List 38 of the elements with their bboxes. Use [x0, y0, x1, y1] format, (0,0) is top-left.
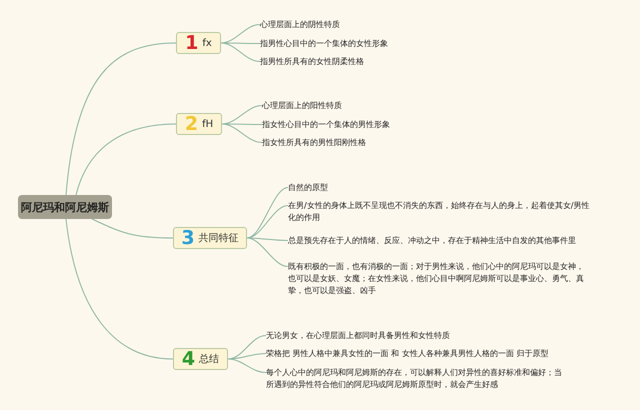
connector-line [246, 238, 288, 241]
central-topic-box: 阿尼玛和阿尼姆斯 [18, 195, 112, 219]
subtopic-text: 指男性所具有的女性阴柔性格 [260, 55, 460, 68]
connector-line [246, 205, 288, 238]
connector-line [66, 218, 174, 360]
subtopic-text: 指女性所具有的男性阳刚性格 [262, 136, 462, 149]
topic-box [173, 227, 247, 249]
subtopic-text: 荣格把 男性人格中兼具女性的一面 和 女性人各种兼具男性人格的一面 归于原型 [266, 347, 586, 360]
topic-label: 共同特征 [198, 232, 239, 245]
connector-line [76, 124, 176, 196]
connector-line [246, 238, 288, 267]
subtopic-text: 无论男女，在心理层面上都同时具备男性和女性特质 [266, 329, 586, 342]
connector-line [222, 124, 262, 143]
connector-line [228, 358, 266, 373]
topic-label: fH [202, 118, 214, 130]
topic-number: 4 [182, 350, 196, 368]
subtopic-text: 心理层面上的阴性特质 [260, 18, 460, 31]
topic-box [176, 32, 221, 54]
connector-line [228, 335, 266, 360]
subtopic-text: 总是预先存在于人的情绪、反应、冲动之中，存在于精神生活中自发的其他事件里 [288, 234, 588, 259]
connector-line [220, 42, 260, 62]
connector-line [246, 187, 288, 238]
subtopic-text: 既有积极的一面，也有消极的一面；对于男性来说，他们心中的阿尼玛可以是女神，也可以是女妖、女魔；在女性来说，他们心目中啊阿尼姆斯可以是事业心、勇气、真挚，也可以是强盗、凶手 [288, 260, 588, 297]
topic-box [176, 113, 222, 135]
topic-box [173, 348, 228, 370]
subtopic-text: 自然的原型 [288, 181, 588, 194]
subtopic-text: 每个人心中的阿尼玛和阿尼姆斯的存在，可以解释人们对异性的喜好标准和偏好；当所遇到的异性符合他们的阿尼玛或阿尼姆斯原型时，就会产生好感 [266, 366, 566, 391]
subtopic-text: 在男/女性的身体上既不呈现也不消失的东西，始终存在与人的身上，起着使其女/男性化的作用 [288, 199, 593, 224]
connector-line [66, 42, 176, 196]
topic-number: 3 [181, 228, 195, 248]
topic-number: 1 [185, 34, 198, 52]
subtopic-text: 心理层面上的阳性特质 [262, 99, 462, 112]
topic-number: 2 [184, 114, 198, 134]
topic-label: fx [202, 38, 212, 48]
subtopic-text: 指女性心目中的一个集体的男性形象 [262, 118, 462, 131]
subtopic-text: 指男性心目中的一个集体的女性形象 [260, 37, 460, 50]
connector-line [92, 218, 174, 238]
topic-label: 总结 [199, 352, 220, 366]
